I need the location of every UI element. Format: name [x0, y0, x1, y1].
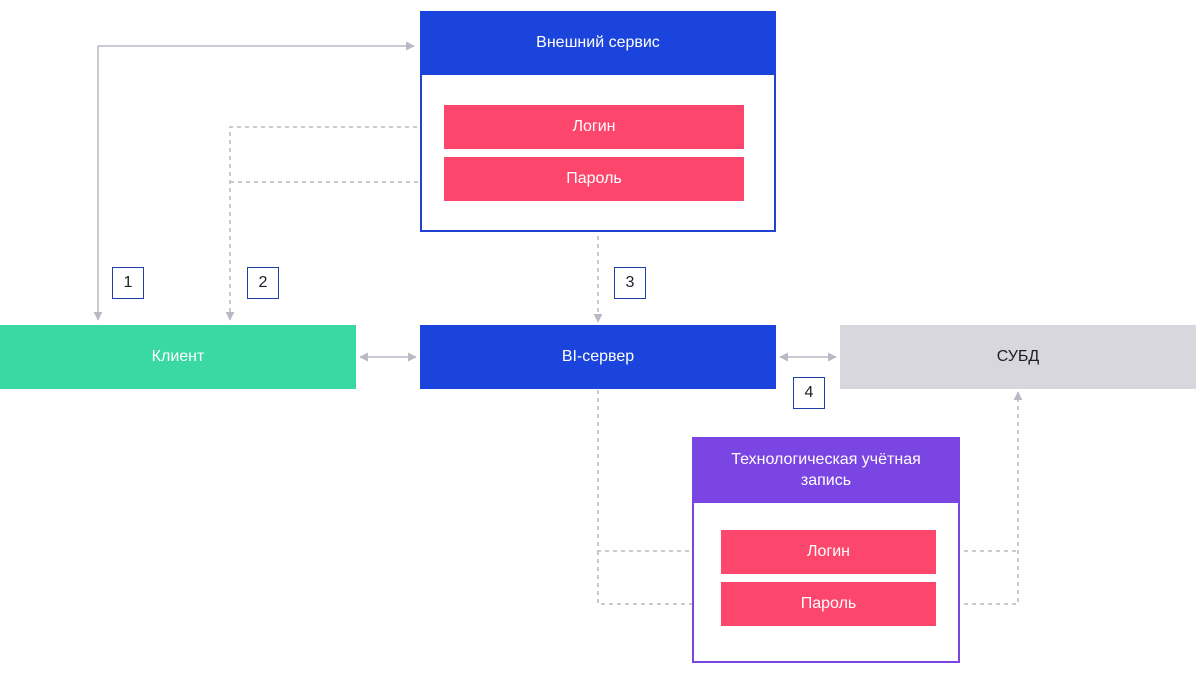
client-box: Клиент: [0, 325, 356, 389]
bi-server-box: BI-сервер: [420, 325, 776, 389]
external-service-title: Внешний сервис: [420, 11, 776, 75]
connector-bi-tech-password: [597, 551, 718, 609]
tech-login-field: Логин: [721, 530, 936, 574]
tech-account-title: Технологическая учётная запись: [692, 437, 960, 503]
step-marker-4: 4: [793, 377, 825, 409]
external-login-field: Логин: [444, 105, 744, 149]
external-password-field: Пароль: [444, 157, 744, 201]
dbms-box: СУБД: [840, 325, 1196, 389]
connector-client-credentials: [225, 122, 441, 321]
connector-client-external: [93, 41, 415, 321]
step-marker-3: 3: [614, 267, 646, 299]
step-marker-2: 2: [247, 267, 279, 299]
step-marker-1: 1: [112, 267, 144, 299]
connector-tech-dbms: [940, 391, 1023, 605]
tech-password-field: Пароль: [721, 582, 936, 626]
